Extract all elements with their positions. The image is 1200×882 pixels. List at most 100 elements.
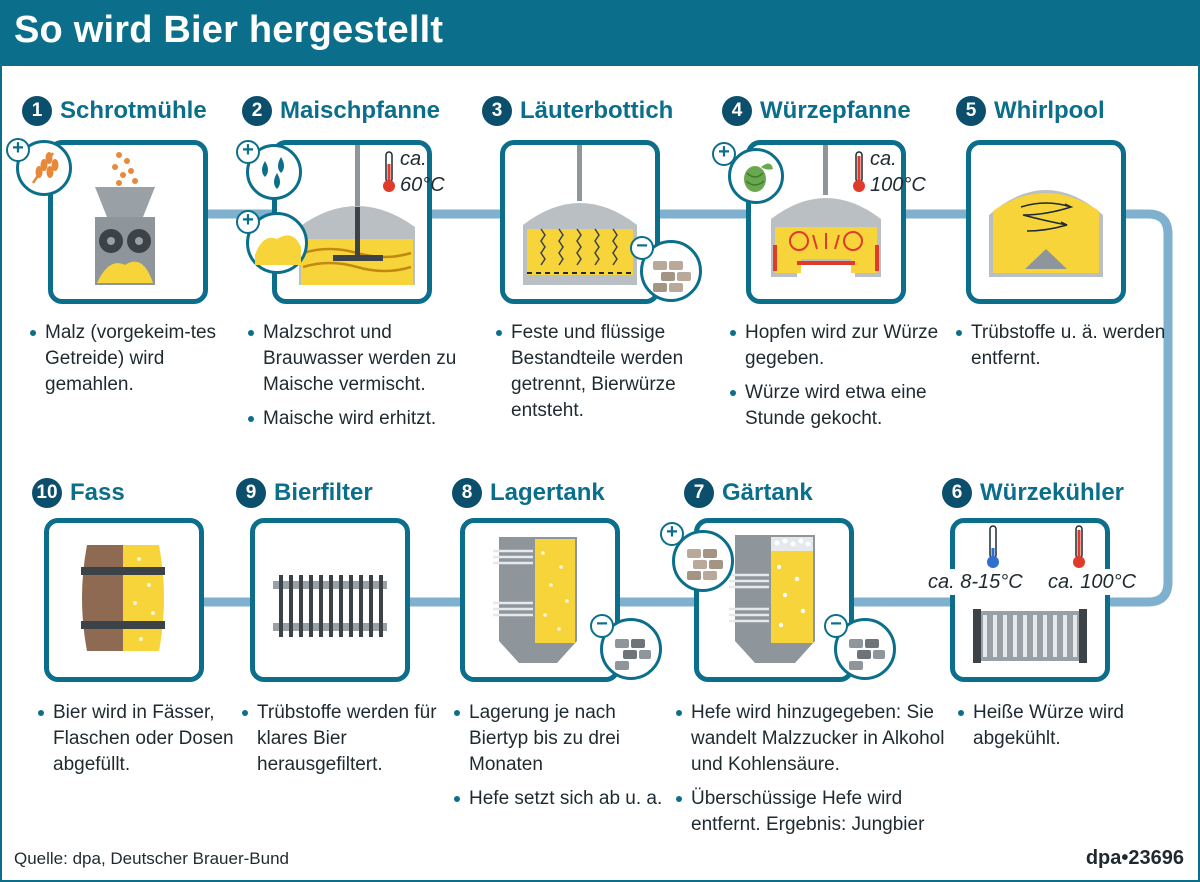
step-2-number: 2 [242,96,272,126]
step-7-yeast-add-badge [672,530,734,592]
step-4-plus-sign: + [712,142,736,166]
wort-cooler-icon [973,609,1087,663]
page-title: So wird Bier hergestellt [14,9,444,51]
step-10-card [44,518,204,682]
yeast-icon [687,549,723,580]
step-7-bullet-1: Hefe wird hinzugegeben: Sie wandelt Malz… [674,700,954,778]
whirlpool-icon [989,190,1103,277]
water-drops-icon [262,157,284,189]
source-note: Quelle: dpa, Deutscher Brauer-Bund [14,849,289,868]
step-6-number: 6 [942,478,972,508]
yeast-sediment-icon [615,639,651,670]
step-1-description: Malz (vorgekeim-tes Getreide) wird gemah… [28,320,228,406]
step-1-bullet-1: Malz (vorgekeim-tes Getreide) wird gemah… [28,320,228,398]
step-8-card [460,518,620,682]
step-10-label: 10 Fass [32,478,125,508]
spent-grain-icon [653,261,691,292]
step-4-bullet-1: Hopfen wird zur Würze gegeben. [728,320,978,372]
step-7-title: Gärtank [722,479,813,506]
step-4-label: 4 Würzepfanne [722,96,911,126]
mill-icon [95,152,155,285]
step-5-label: 5 Whirlpool [956,96,1105,126]
wort-kettle-icon [771,145,881,277]
step-4-description: Hopfen wird zur Würze gegeben. Würze wir… [728,320,978,440]
step-6-cold-thermometer-icon [987,525,999,568]
hops-icon [744,163,773,192]
step-8-title: Lagertank [490,479,605,506]
step-1-title: Schrotmühle [60,97,207,124]
step-6-hot-thermometer-icon [1073,525,1085,568]
step-2-bullet-2: Maische wird erhitzt. [246,406,496,432]
step-1-card [48,140,208,304]
step-4-hops-badge [728,148,784,204]
step-3-title: Läuterbottich [520,97,674,124]
step-8-bullet-1: Lagerung je nach Biertyp bis zu drei Mon… [452,700,672,778]
step-1-number: 1 [22,96,52,126]
header-bar: So wird Bier hergestellt [0,0,1200,66]
step-7-minus-sign: − [824,614,848,638]
step-2-title: Maischpfanne [280,97,441,124]
step-3-bullet-1: Feste und flüssige Bestandteile werden g… [494,320,730,424]
step-2-plus-sign-malt: + [236,210,260,234]
step-8-minus-sign: − [590,614,614,638]
step-3-card [500,140,660,304]
filter-icon [273,575,387,637]
step-9-bullet-1: Trübstoffe werden für klares Bier heraus… [240,700,450,778]
excess-yeast-icon [849,639,885,670]
step-2-temperature: ca. 60°C [400,148,445,196]
step-1-plus-sign: + [6,138,30,162]
step-7-description: Hefe wird hinzugegeben: Sie wandelt Malz… [674,700,954,846]
step-2-thermometer-icon [383,151,395,192]
step-4-number: 4 [722,96,752,126]
step-7-yeast-remove-badge [834,618,896,680]
step-5-title: Whirlpool [994,97,1105,124]
step-7-bullet-2: Überschüssige Hefe wird entfernt. Ergebn… [674,786,954,838]
step-6-description: Heiße Würze wird abgekühlt. [956,700,1156,760]
step-5-card [966,140,1126,304]
step-9-card [250,518,410,682]
step-3-number: 3 [482,96,512,126]
step-2-label: 2 Maischpfanne [242,96,440,126]
step-9-number: 9 [236,478,266,508]
step-8-number: 8 [452,478,482,508]
barrel-icon [81,545,165,651]
step-2-malt-badge [246,212,308,274]
step-5-bullet-1: Trübstoffe u. ä. werden entfernt. [954,320,1174,372]
step-6-cold-temperature: ca. 8-15°C [926,569,1025,595]
malt-pile-icon [255,235,301,265]
step-4-bullet-2: Würze wird etwa eine Stunde gekocht. [728,380,978,432]
step-8-description: Lagerung je nach Biertyp bis zu drei Mon… [452,700,672,820]
fermentation-tank-icon [729,535,815,663]
step-5-description: Trübstoffe u. ä. werden entfernt. [954,320,1174,380]
step-7-card [694,518,854,682]
step-9-label: 9 Bierfilter [236,478,373,508]
step-9-description: Trübstoffe werden für klares Bier heraus… [240,700,450,786]
step-6-bullet-1: Heiße Würze wird abgekühlt. [956,700,1156,752]
step-4-thermometer-icon [853,151,865,192]
step-7-number: 7 [684,478,714,508]
step-10-title: Fass [70,479,125,506]
step-10-description: Bier wird in Fässer, Flaschen oder Dosen… [36,700,236,786]
storage-tank-icon [493,537,577,663]
step-2-description: Malzschrot und Brauwasser werden zu Mais… [246,320,496,440]
step-10-bullet-1: Bier wird in Fässer, Flaschen oder Dosen… [36,700,236,778]
step-8-bullet-2: Hefe setzt sich ab u. a. [452,786,672,812]
credit-label: dpa•23696 [1085,847,1184,869]
step-3-label: 3 Läuterbottich [482,96,673,126]
step-6-hot-temperature: ca. 100°C [1046,569,1139,595]
step-6-card [950,518,1110,682]
grain-icon [31,152,59,184]
lauter-tun-icon [523,145,637,285]
step-7-plus-sign: + [660,522,684,546]
step-4-card [746,140,906,304]
step-3-description: Feste und flüssige Bestandteile werden g… [494,320,730,432]
step-4-title: Würzepfanne [760,97,911,124]
step-4-temperature: ca. 100°C [870,148,926,196]
step-5-number: 5 [956,96,986,126]
step-6-label: 6 Würzekühler [942,478,1124,508]
step-7-label: 7 Gärtank [684,478,813,508]
step-2-bullet-1: Malzschrot und Brauwasser werden zu Mais… [246,320,496,398]
step-3-minus-sign: − [630,236,654,260]
step-9-title: Bierfilter [274,479,373,506]
